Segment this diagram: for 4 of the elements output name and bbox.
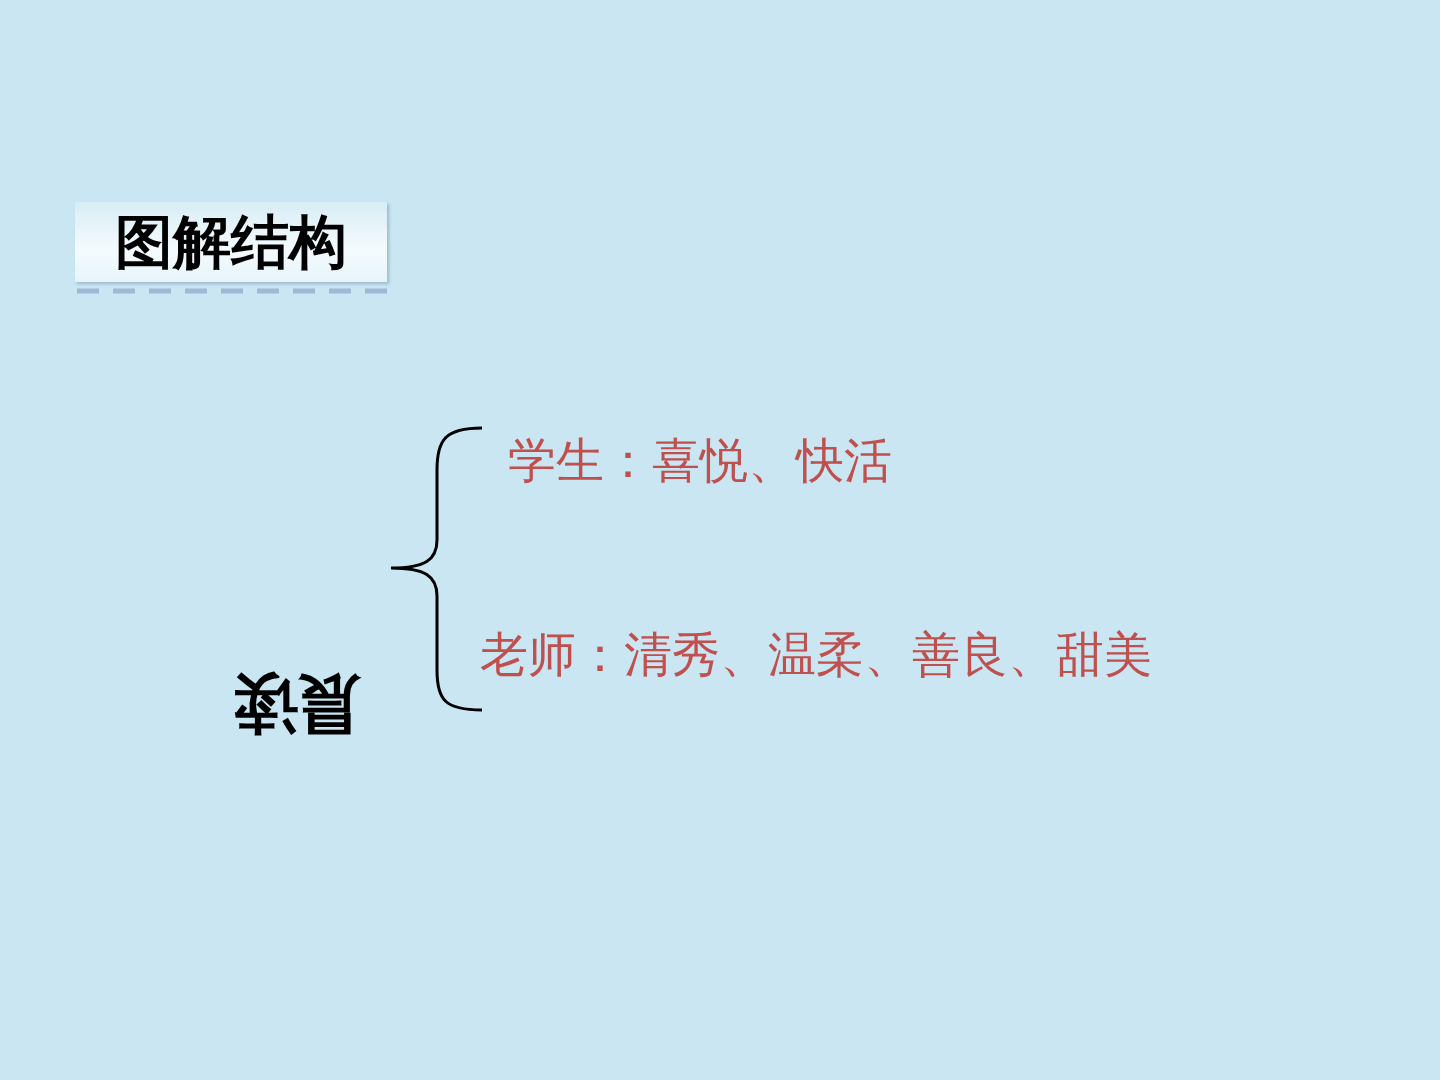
category-text: 老师：清秀、温柔、善良、甜美 [480,625,1152,684]
category-text: 学生：喜悦、快活 [508,431,892,490]
upside-down-heading: 晨读 [233,672,361,736]
title-banner: 图解结构 [75,202,387,282]
